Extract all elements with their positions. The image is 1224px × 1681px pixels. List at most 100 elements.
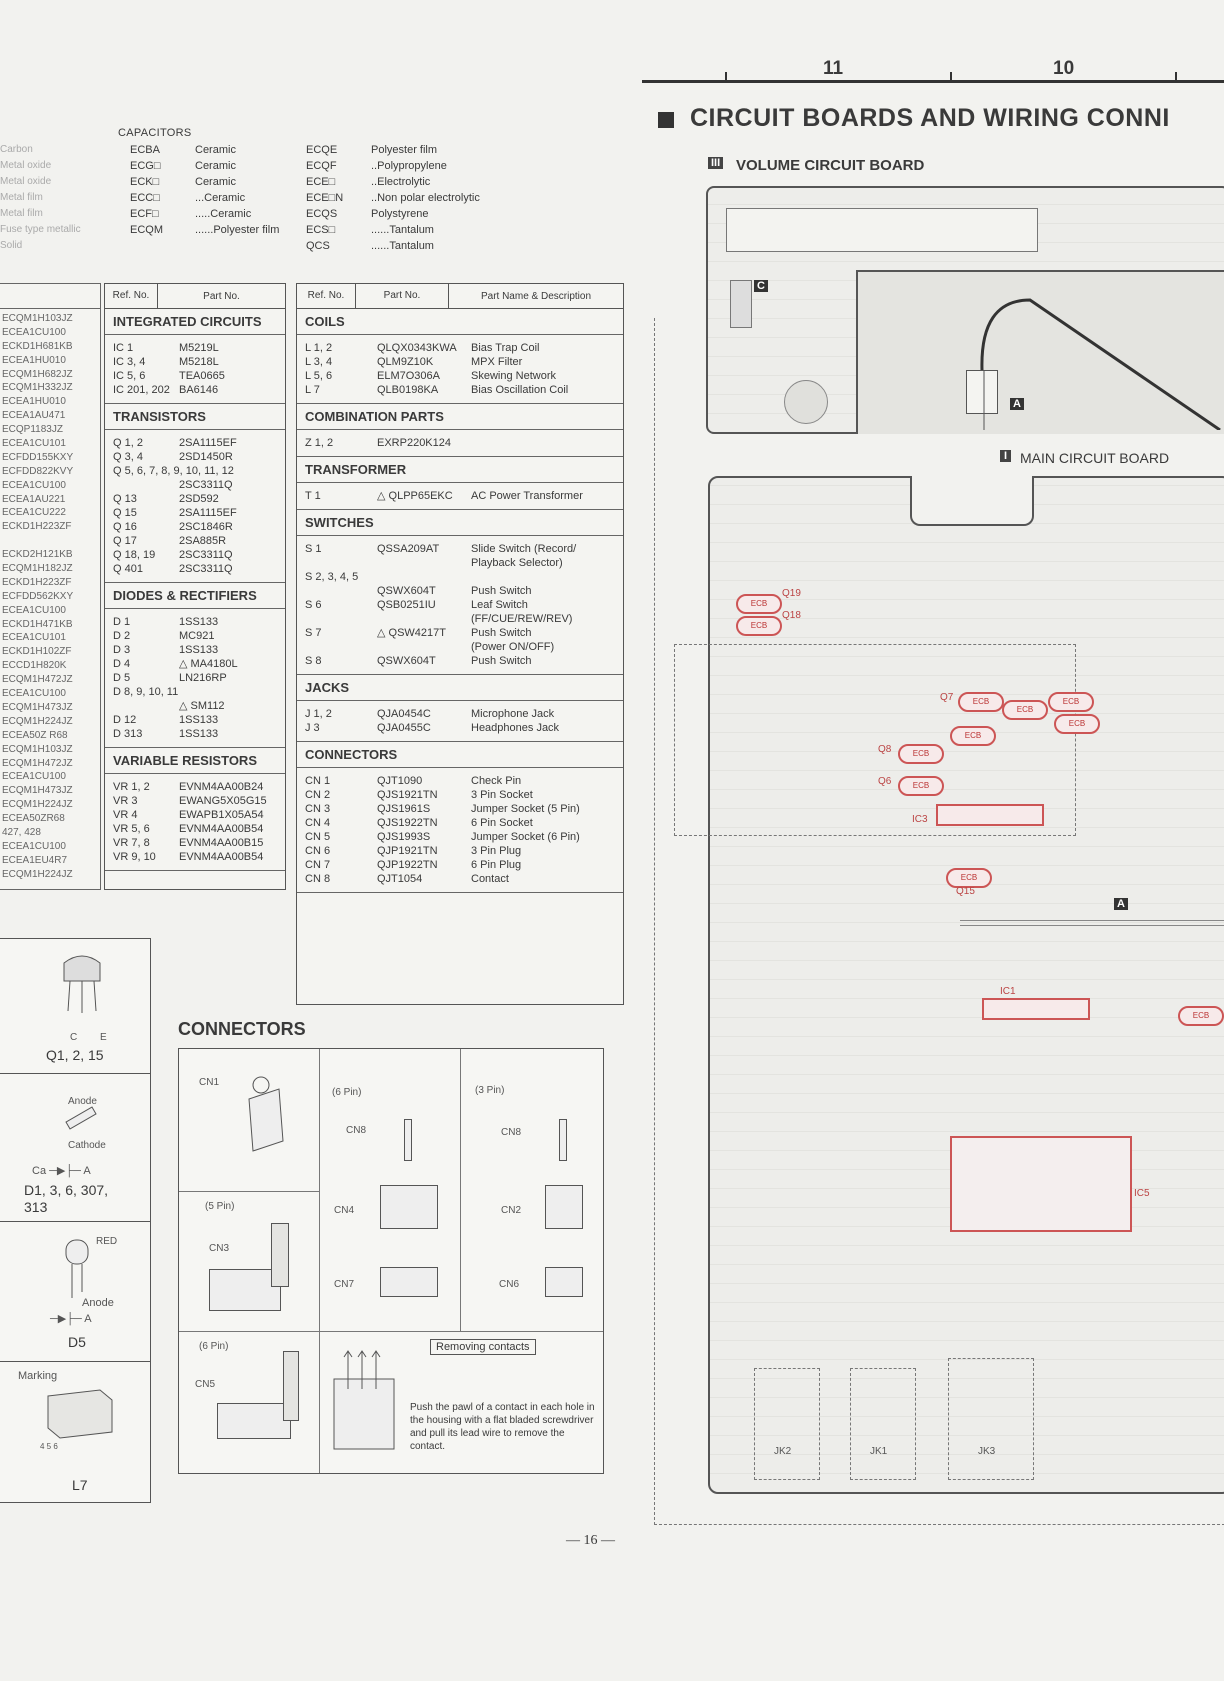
ref-cell: S 2, 3, 4, 5 bbox=[305, 571, 359, 583]
section-title: TRANSISTORS bbox=[105, 404, 285, 430]
ref-cell: Q 17 bbox=[113, 535, 137, 547]
five-pin-label: (5 Pin) bbox=[205, 1201, 235, 1212]
ref-cell: VR 5, 6 bbox=[113, 823, 150, 835]
capacitor-code: ECQE bbox=[306, 144, 338, 156]
left-part-number: ECEA1CU101 bbox=[2, 438, 66, 450]
left-part-number: ECEA1CU100 bbox=[2, 771, 66, 783]
capacitor-desc: ..Non polar electrolytic bbox=[371, 192, 480, 204]
description-cell: 6 Pin Socket bbox=[471, 817, 533, 829]
ref-cell: L 7 bbox=[305, 384, 320, 396]
part-cell: QSWX604T bbox=[377, 655, 436, 667]
part-cell: 1SS133 bbox=[179, 714, 219, 726]
capacitor-code: ECQF bbox=[306, 160, 337, 172]
cn1-label: CN1 bbox=[199, 1077, 220, 1088]
cn8-right-icon bbox=[559, 1119, 567, 1161]
left-part-number: ECEA1AU471 bbox=[2, 410, 66, 422]
part-cell: QJS1922TN bbox=[377, 817, 438, 829]
left-partial-table: ECQM1H103JZ ECEA1CU100 ECKD1H681KB ECEA1HU0… bbox=[0, 283, 101, 890]
left-part-number: ECEA50Z R68 bbox=[2, 729, 68, 741]
part-cell: 2SC1846R bbox=[179, 521, 233, 533]
part-cell: △ QSW4217T bbox=[377, 627, 446, 639]
left-part-number: ECQP1183JZ bbox=[2, 424, 63, 436]
part-cell: 2SA1115EF bbox=[179, 507, 237, 519]
connectors-panel: CN1 (6 Pin) CN8 CN4 CN7 (3 Pin) CN8 CN2 … bbox=[178, 1048, 604, 1474]
left-part-number: ECEA1CU100 bbox=[2, 479, 66, 491]
table-row: Playback Selector) bbox=[305, 556, 615, 570]
left-part-number: ECEA1HU010 bbox=[2, 354, 66, 366]
left-part-number: ECEA1HU010 bbox=[2, 396, 66, 408]
column-number-11: 11 bbox=[823, 58, 844, 79]
ic3-chip bbox=[936, 804, 1044, 826]
cell-cn8-cn2-cn6: (3 Pin) CN8 CN2 CN6 bbox=[459, 1049, 603, 1332]
part-cell: QJT1090 bbox=[377, 775, 423, 787]
part-cell bbox=[377, 640, 471, 654]
section-title: TRANSFORMER bbox=[297, 457, 623, 483]
six-pin-label: (6 Pin) bbox=[332, 1087, 362, 1098]
page-title: CIRCUIT BOARDS AND WIRING CONNI bbox=[690, 104, 1170, 132]
ref-cell: VR 4 bbox=[113, 809, 138, 821]
left-part-number: ECQM1H472JZ bbox=[2, 757, 73, 769]
part-cell bbox=[377, 556, 471, 570]
ref-cell: Q 16 bbox=[113, 521, 137, 533]
part-cell: EVNM4AA00B15 bbox=[179, 837, 264, 849]
ref-cell: IC 1 bbox=[113, 342, 134, 354]
capacitor-row: ECC□...Ceramic bbox=[130, 190, 290, 206]
left-part-number: ECKD1H681KB bbox=[2, 340, 73, 352]
cn5-label: CN5 bbox=[195, 1379, 216, 1390]
part-cell: 2SA885R bbox=[179, 535, 227, 547]
table-row: D 4△ MA4180L bbox=[113, 657, 277, 671]
tick-1 bbox=[725, 72, 727, 82]
left-part-number: ECKD1H102ZF bbox=[2, 646, 72, 658]
ref-cell: CN 8 bbox=[305, 873, 331, 885]
table-row: (FF/CUE/REW/REV) bbox=[305, 612, 615, 626]
part-cell: QSB0251IU bbox=[377, 599, 436, 611]
ref-cell: D 4 bbox=[113, 658, 131, 670]
ref-cell: IC 5, 6 bbox=[113, 370, 146, 382]
ref-cell: CN 4 bbox=[305, 817, 331, 829]
left-part-number: ECKD1H471KB bbox=[2, 618, 73, 630]
table-row: Q 17 2SA885R bbox=[113, 534, 277, 548]
ic5-chip bbox=[950, 1136, 1132, 1232]
left-part-number: ECQM1H103JZ bbox=[2, 313, 73, 324]
left-part-number: ECFDD562KXY bbox=[2, 590, 74, 602]
cn7-icon bbox=[380, 1267, 438, 1297]
jk2-label: JK2 bbox=[774, 1446, 792, 1457]
left-part-number: ECQM1H473JZ bbox=[2, 701, 73, 713]
q19-label: Q19 bbox=[782, 588, 801, 599]
description-cell: Leaf Switch bbox=[471, 599, 528, 611]
main-board-notch bbox=[910, 476, 1034, 526]
capacitor-row: ECE□N ..Non polar electrolytic bbox=[306, 190, 526, 206]
part-cell: EVNM4AA00B54 bbox=[179, 823, 264, 835]
left-part-number: ECQM1H224JZ bbox=[2, 799, 73, 811]
cn2-label: CN2 bbox=[501, 1205, 522, 1216]
table-row: S 2, 3, 4, 5 bbox=[305, 570, 615, 584]
cell-cn1: CN1 bbox=[179, 1049, 320, 1192]
ref-cell: L 5, 6 bbox=[305, 370, 333, 382]
ref-cell: T 1 bbox=[305, 490, 321, 502]
capacitor-code: ECE□N bbox=[306, 192, 344, 204]
description-cell: (Power ON/OFF) bbox=[471, 641, 555, 653]
led-box: RED Anode ─▶├─ A D5 bbox=[0, 1221, 151, 1363]
tick-3 bbox=[1175, 72, 1177, 82]
page-number: — 16 — bbox=[566, 1533, 615, 1548]
ref-cell: D 3 bbox=[113, 644, 131, 656]
